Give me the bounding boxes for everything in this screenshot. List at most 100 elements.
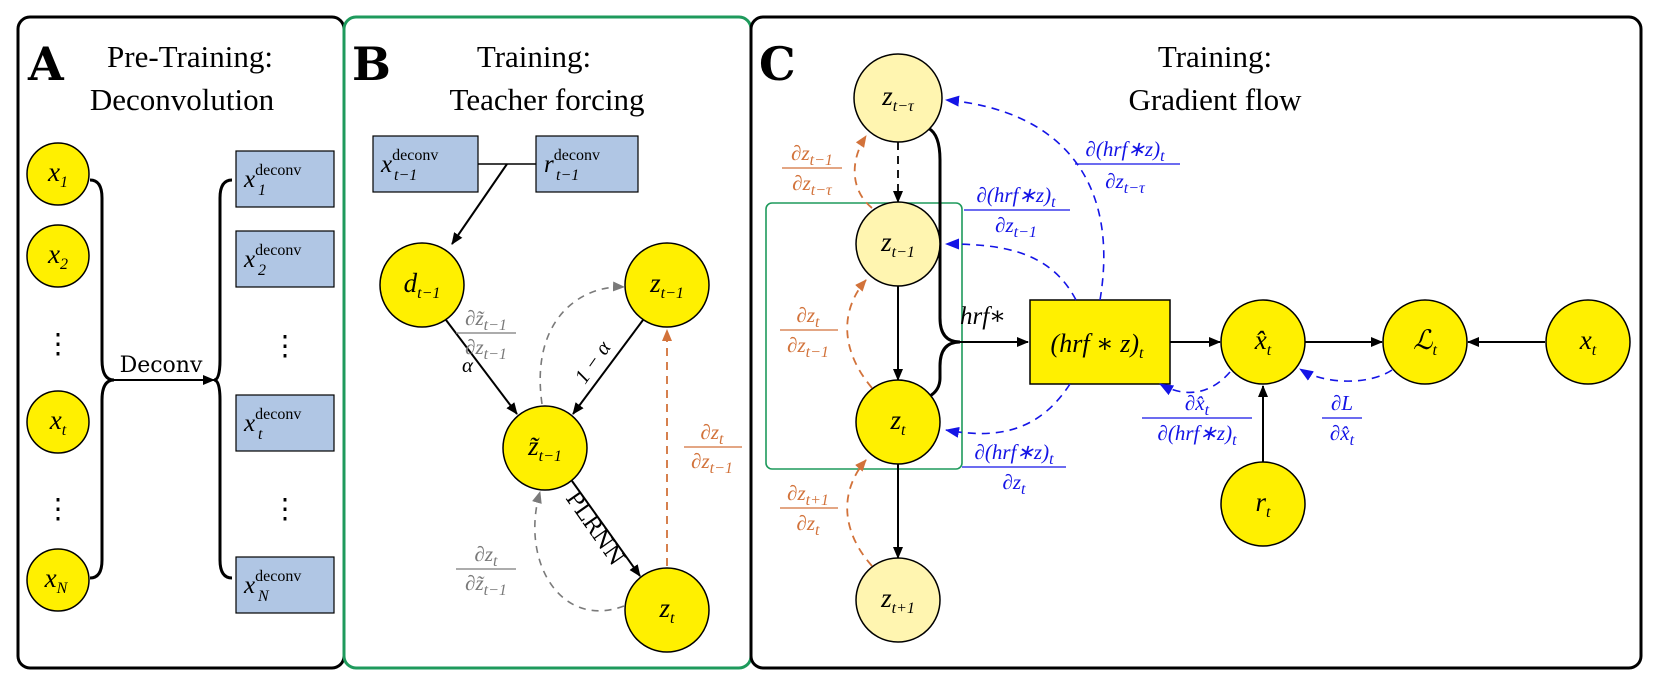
svg-text:rt: rt	[1256, 487, 1272, 521]
svg-text:∂(hrf∗z)t: ∂(hrf∗z)t	[974, 440, 1054, 468]
svg-text:xt: xt	[1579, 325, 1597, 359]
svg-text:∂zt−1: ∂zt−1	[995, 213, 1037, 241]
label-one-minus-alpha: 1 − α	[569, 335, 616, 387]
svg-text:zt−1: zt−1	[649, 268, 684, 302]
grad-label-orange-b: ∂zt ∂zt−1	[684, 420, 742, 477]
svg-text:∂zt−1: ∂zt−1	[465, 335, 507, 363]
brace-right	[213, 178, 233, 580]
svg-text:x2: x2	[47, 239, 68, 273]
panel-c-title-line2: Gradient flow	[1128, 82, 1302, 117]
grad-arrow-orange-3	[846, 459, 873, 567]
deconv-label: Deconv	[120, 353, 203, 378]
node-z-tminus1: zt−1	[624, 242, 710, 328]
svg-text:∂z̃t−1: ∂z̃t−1	[465, 306, 507, 334]
svg-text:∂zt+1: ∂zt+1	[787, 481, 829, 509]
grad-arrow-orange-1	[853, 135, 873, 209]
svg-text:z̃t−1: z̃t−1	[527, 431, 562, 465]
grad-label-orange-1: ∂zt−1 ∂zt−τ	[782, 141, 842, 199]
node-z-tplus1: zt+1	[855, 557, 941, 643]
grad-label-gray-top: ∂z̃t−1 ∂zt−1	[456, 306, 516, 363]
panel-a-title-line1: Pre-Training:	[107, 39, 273, 74]
svg-text:ℒt: ℒt	[1413, 325, 1437, 359]
grad-label-blue-tau: ∂(hrf∗z)t ∂zt−τ	[1075, 137, 1180, 197]
node-xN: xN	[26, 548, 90, 612]
arrow-d-to-ztilde	[445, 319, 518, 415]
svg-text:∂zt: ∂zt	[1002, 470, 1026, 498]
svg-text:∂(hrf∗z)t: ∂(hrf∗z)t	[976, 183, 1056, 211]
vdots-a-1: ⋮	[44, 329, 72, 360]
grad-label-gray-bottom: ∂zt ∂z̃t−1	[456, 542, 516, 599]
vdots-a-4: ⋮	[271, 494, 299, 525]
svg-text:(hrf ∗ z)t: (hrf ∗ z)t	[1051, 329, 1144, 362]
svg-text:zt+1: zt+1	[880, 583, 915, 617]
svg-text:∂zt−1: ∂zt−1	[791, 141, 833, 169]
svg-text:zt−1: zt−1	[880, 227, 915, 261]
svg-text:∂zt−1: ∂zt−1	[691, 449, 733, 477]
grad-label-orange-2: ∂zt ∂zt−1	[780, 303, 838, 361]
grad-arrow-blue-tau	[945, 95, 1105, 301]
svg-text:zt: zt	[659, 593, 676, 627]
panel-c: C Training: Gradient flow hrf∗ zt−τ zt−1…	[749, 15, 1643, 670]
panel-b-letter: B	[352, 37, 391, 91]
arrow-to-d	[451, 163, 508, 245]
arrow-ztilde-to-zt	[571, 480, 641, 577]
grad-label-orange-3: ∂zt+1 ∂zt	[780, 481, 838, 539]
node-z-tminustau: zt−τ	[853, 53, 943, 143]
svg-text:∂zt−τ: ∂zt−τ	[792, 171, 833, 199]
svg-text:∂zt: ∂zt	[796, 511, 820, 539]
arrow-zprev-to-ztilde	[572, 319, 644, 415]
svg-text:zt: zt	[890, 405, 907, 439]
node-z-t-c: zt	[855, 379, 941, 465]
svg-text:∂x̂t: ∂x̂t	[1330, 421, 1355, 449]
node-xt: xt	[26, 390, 90, 454]
grad-label-blue-t: ∂(hrf∗z)t ∂zt	[962, 440, 1066, 498]
svg-text:x1: x1	[47, 157, 68, 191]
panel-c-letter: C	[759, 37, 796, 91]
node-r-t: rt	[1220, 461, 1306, 547]
node-z-tminus1-c: zt−1	[855, 201, 941, 287]
label-plrnn: PLRNN	[560, 487, 629, 571]
grad-arrow-blue-prev	[945, 238, 1077, 301]
panel-b-title-line1: Training:	[477, 39, 591, 74]
svg-text:∂zt: ∂zt	[700, 420, 724, 448]
node-ztilde-tminus1: z̃t−1	[502, 405, 588, 491]
grad-arrow-blue-t	[945, 383, 1071, 438]
panel-a-letter: A	[27, 37, 65, 91]
node-d-tminus1: dt−1	[379, 242, 465, 328]
panel-c-frame	[749, 15, 1643, 670]
svg-text:∂zt−1: ∂zt−1	[787, 333, 829, 361]
grad-label-blue-xhat: ∂x̂t ∂(hrf∗z)t	[1142, 391, 1252, 449]
grad-arrow-orange-2	[846, 279, 873, 389]
svg-text:∂L: ∂L	[1331, 391, 1353, 415]
svg-text:∂zt−τ: ∂zt−τ	[1105, 169, 1146, 197]
node-x2: x2	[26, 224, 90, 288]
svg-text:xt: xt	[49, 405, 67, 439]
grad-arrow-gray-top	[539, 281, 625, 405]
svg-text:∂zt: ∂zt	[474, 542, 498, 570]
svg-text:x̂t: x̂t	[1254, 325, 1272, 359]
node-z-t-b: zt	[624, 567, 710, 653]
grad-arrow-gray-bottom	[532, 491, 625, 612]
grad-label-blue-loss: ∂L ∂x̂t	[1322, 391, 1362, 449]
svg-text:∂zt: ∂zt	[796, 303, 820, 331]
hrf-label: hrf∗	[960, 303, 1006, 330]
vdots-a-3: ⋮	[271, 331, 299, 362]
svg-text:∂(hrf∗z)t: ∂(hrf∗z)t	[1157, 421, 1237, 449]
panel-c-title-line1: Training:	[1158, 39, 1272, 74]
svg-text:∂z̃t−1: ∂z̃t−1	[465, 571, 507, 599]
grad-arrow-blue-loss	[1299, 368, 1393, 382]
svg-text:dt−1: dt−1	[404, 268, 441, 302]
